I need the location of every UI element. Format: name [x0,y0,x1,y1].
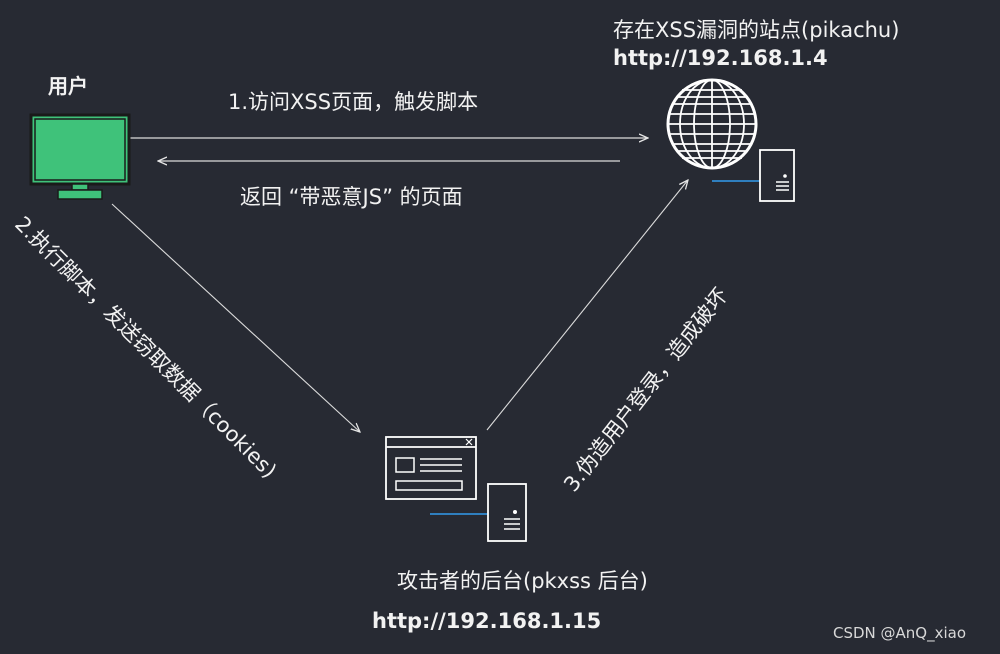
site-server-icon [712,149,795,202]
user-label: 用户 [48,74,88,98]
arrow-user-to-attacker [111,203,360,432]
arrow-attacker-to-site [486,180,688,431]
site-title: 存在XSS漏洞的站点(pikachu) [613,18,900,42]
attacker-url: http://192.168.1.15 [372,609,602,633]
attacker-title: 攻击者的后台(pkxss 后台) [397,569,648,593]
attacker-server-icon [430,483,527,542]
site-url: http://192.168.1.4 [613,46,828,70]
watermark: CSDN @AnQ_xiao [833,624,967,642]
edge-label-return: 返回 “带恶意JS” 的页面 [240,185,463,209]
edge-label-step1: 1.访问XSS页面，触发脚本 [228,90,479,114]
attacker-window-icon [385,436,477,500]
monitor-icon [29,113,131,200]
globe-icon [666,78,758,170]
